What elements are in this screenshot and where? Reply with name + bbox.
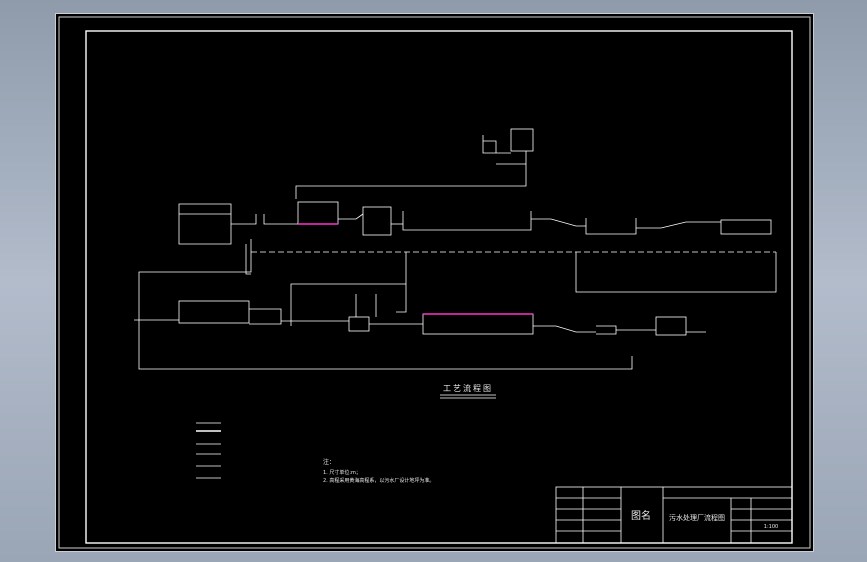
main-title: 工艺流程图 xyxy=(443,383,493,393)
unit-9 xyxy=(422,313,534,335)
note-line-1: 1. 尺寸单位:m； xyxy=(323,469,361,476)
process-lines xyxy=(134,128,777,479)
title-block xyxy=(555,486,793,544)
unit-6 xyxy=(720,219,772,235)
title-block-name-label: 图名 xyxy=(631,509,651,522)
unit-5 xyxy=(585,218,637,235)
top-structure xyxy=(510,128,534,152)
process-flow-drawing: 工艺流程图 注： 1. 尺寸单位:m； 2. 高程采用黄海高程系，以污水厂设计地… xyxy=(58,16,811,549)
note-line-2: 2. 高程采用黄海高程系，以污水厂设计地坪为准。 xyxy=(323,477,434,484)
outer-frame xyxy=(58,16,811,549)
unit-1 xyxy=(178,203,232,245)
cad-sheet: 工艺流程图 注： 1. 尺寸单位:m； 2. 高程采用黄海高程系，以污水厂设计地… xyxy=(55,13,814,552)
unit-2 xyxy=(297,201,339,225)
unit-10 xyxy=(655,316,687,336)
unit-7 xyxy=(178,300,250,324)
title-block-name-value: 污水处理厂流程图 xyxy=(669,513,725,522)
unit-3 xyxy=(362,206,392,236)
unit-8 xyxy=(348,316,370,332)
notes-title: 注： xyxy=(323,458,335,466)
inner-frame xyxy=(85,30,793,544)
unit-4 xyxy=(402,211,532,231)
highlight-lines xyxy=(298,223,533,315)
title-block-scale-value: 1:100 xyxy=(764,524,778,530)
